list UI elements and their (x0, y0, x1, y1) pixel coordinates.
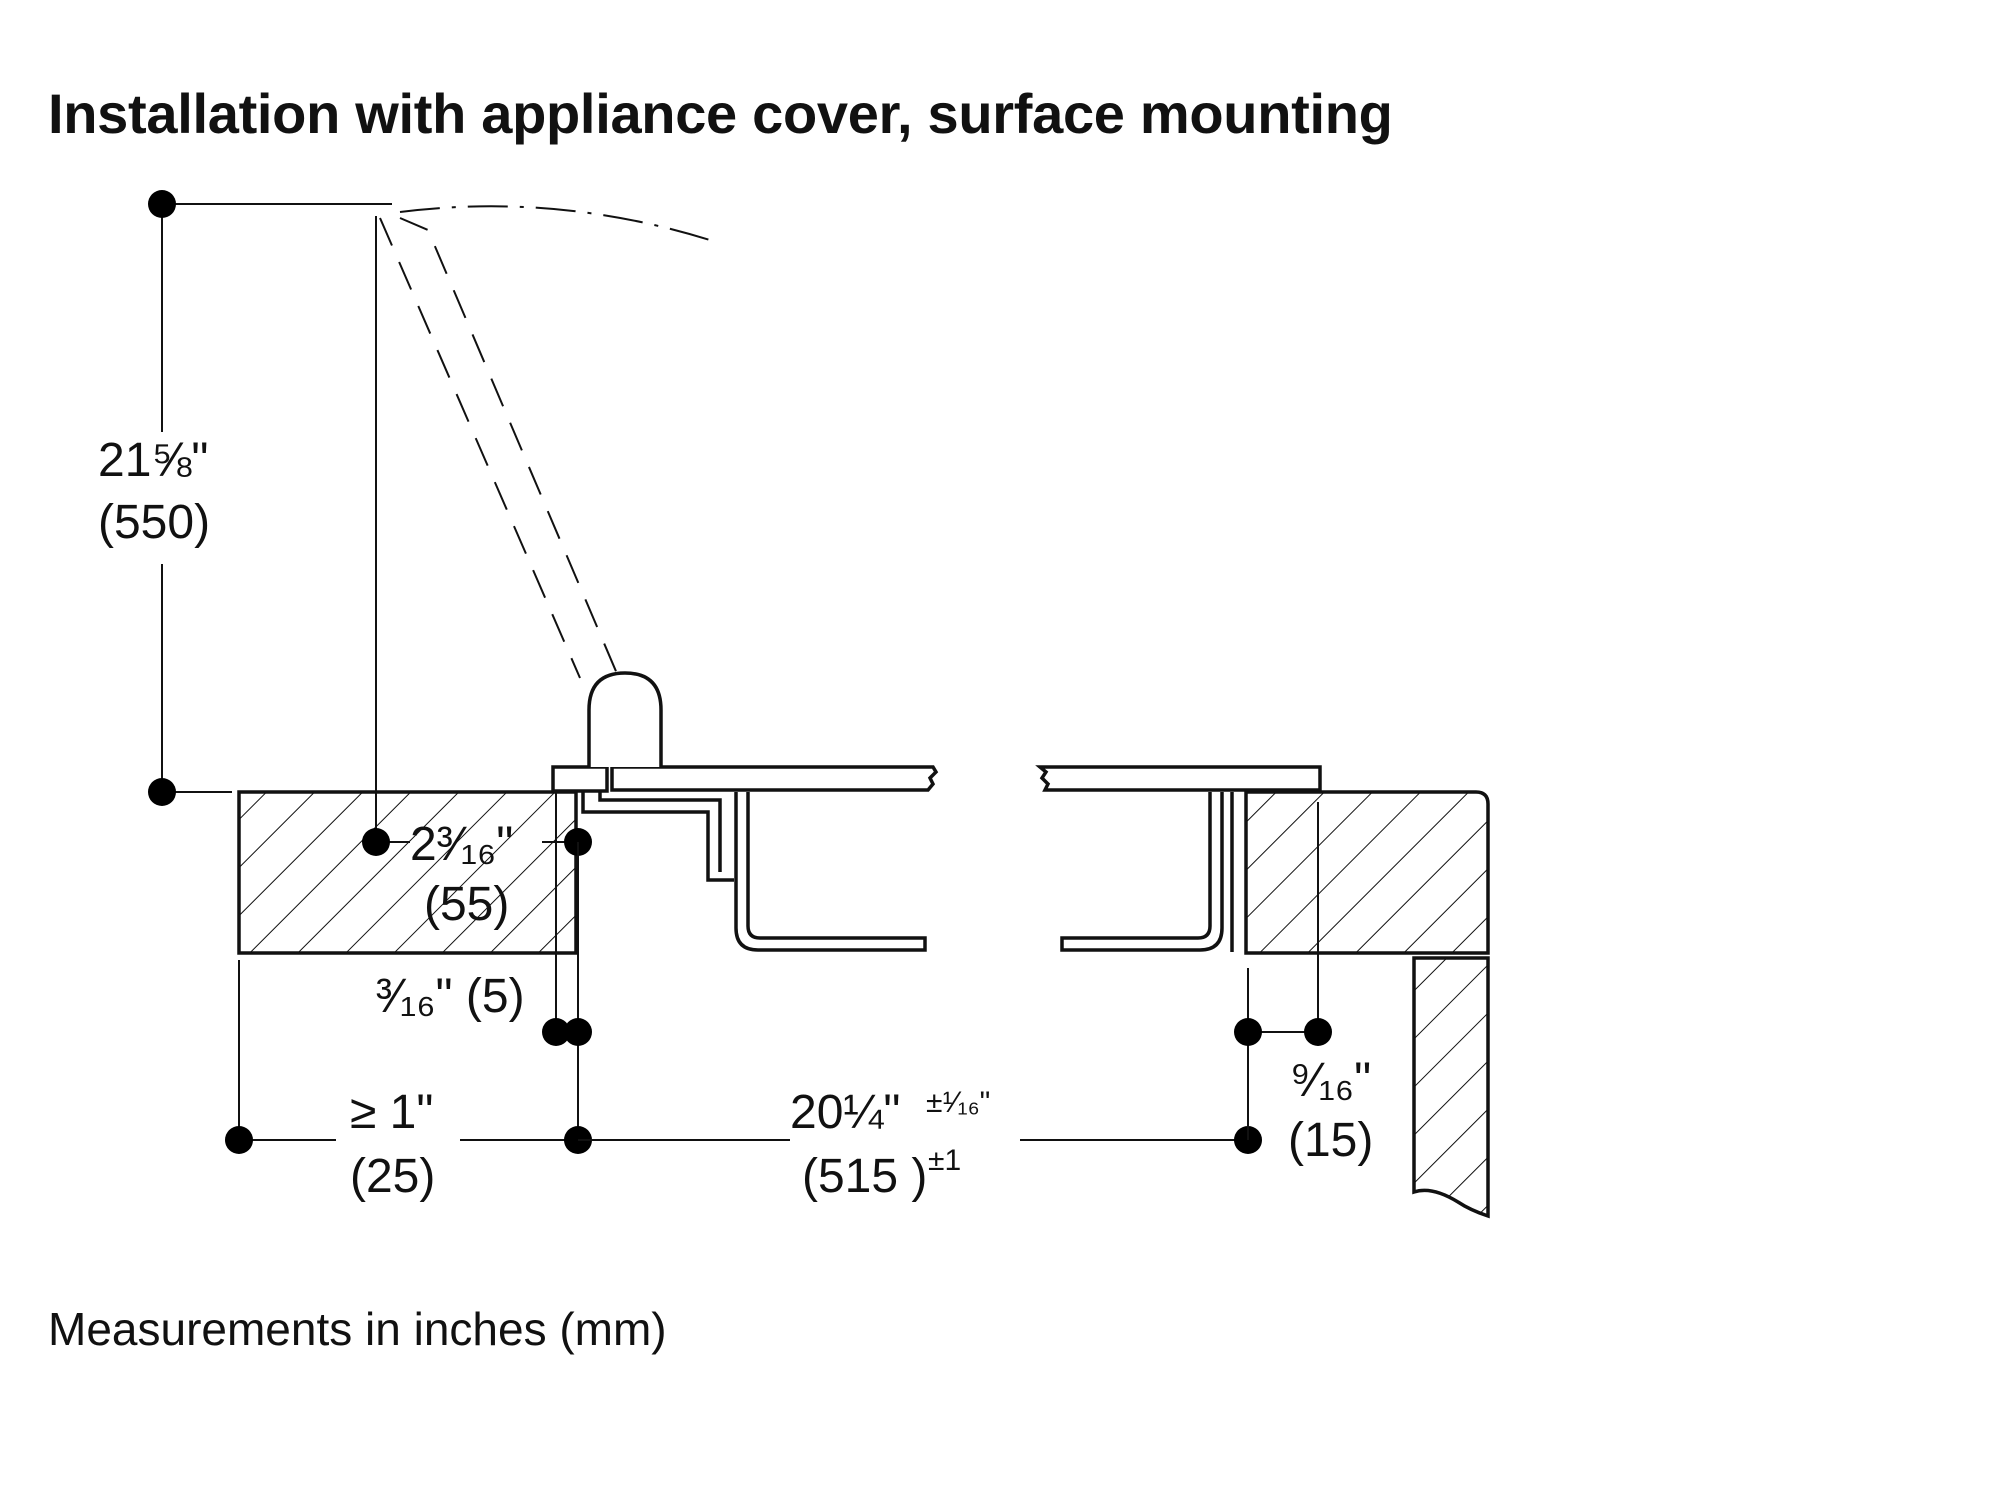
hinge-block (551, 765, 609, 793)
open-cover-outline (379, 217, 581, 679)
mounting-bracket (581, 792, 734, 882)
gap-inch: ³⁄₁₆" (5) (376, 970, 525, 1023)
appliance-top-right (1035, 765, 1322, 792)
cutout-width-mm: (515 ) (802, 1150, 927, 1203)
page-title: Installation with appliance cover, surfa… (48, 82, 1393, 145)
hinge-offset-inch: 2³⁄₁₆" (410, 818, 513, 871)
cutout-width-tol-mm: ±1 (928, 1144, 961, 1177)
cutout-width-tol-inch: ±¹⁄₁₆" (926, 1086, 990, 1119)
left-clearance-inch: ≥ 1" (350, 1086, 433, 1139)
appliance-top-left (610, 765, 939, 792)
hinge-offset-mm: (55) (424, 878, 509, 931)
appliance-body-left (734, 792, 927, 952)
right-overlap-mm: (15) (1288, 1114, 1373, 1167)
measurement-note: Measurements in inches (mm) (48, 1303, 667, 1355)
appliance-body-right (1060, 792, 1224, 952)
cover-swing-arc (399, 205, 717, 243)
cutout-width-inch: 20¼" (790, 1086, 900, 1139)
cover-hinge (587, 671, 663, 767)
cover-height-mm: (550) (98, 496, 210, 549)
right-overlap-inch: ⁹⁄₁₆" (1290, 1054, 1371, 1107)
left-countertop (237, 790, 578, 955)
left-clearance-mm: (25) (350, 1150, 435, 1203)
cover-height-inch: 21⅝" (98, 434, 208, 487)
right-countertop (1244, 790, 1490, 955)
cabinet-side-wall (1412, 956, 1490, 1219)
